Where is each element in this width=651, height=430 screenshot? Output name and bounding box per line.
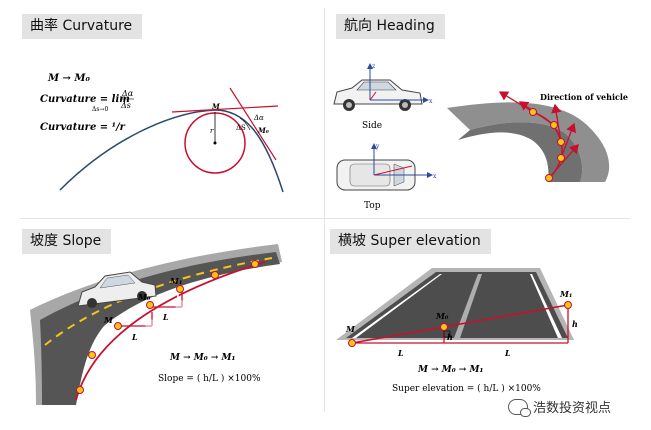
top-label: Top — [364, 201, 381, 211]
heading-panel: z x Side y x Top Direction of vehicl — [333, 63, 628, 211]
label-delta-s: ΔS — [236, 124, 246, 132]
super-label-M0: M₀ — [435, 311, 449, 321]
circle-center — [213, 141, 217, 145]
super-formula2: Super elevation = ( h/L ) ×100% — [392, 383, 541, 394]
label-M: M — [211, 102, 220, 111]
slope-road-edge — [30, 244, 282, 405]
slope-formula2: Slope = ( h/L ) ×100% — [158, 373, 261, 384]
wechat-icon — [507, 398, 531, 417]
heading-road — [447, 102, 610, 182]
curvature-eq2-num: Δα — [121, 89, 134, 98]
super-label-L2: L — [504, 348, 511, 358]
vertical-divider — [324, 8, 325, 412]
slope-formula1: M → M₀ → M₁ — [169, 353, 235, 363]
tangent-line-2 — [229, 87, 277, 161]
super-label-h1: h — [447, 332, 453, 342]
curvature-title: 曲率 Curvature — [22, 14, 143, 39]
side-axis-x: x — [429, 98, 433, 105]
side-label: Side — [362, 121, 382, 131]
super-formula1: M → M₀ → M₁ — [417, 365, 483, 375]
heading-road-lane — [458, 122, 583, 182]
slope-label-L1: L — [131, 332, 138, 342]
tangent-line-1 — [171, 105, 279, 113]
watermark-text: 浩数投资视点 — [532, 401, 611, 416]
super-elevation-panel: M M₀ M₁ h h L L M → M₀ → M₁ Super elevat… — [336, 268, 578, 394]
curvature-eq2-den: Δs — [120, 101, 131, 110]
slope-label-h1: h — [145, 314, 151, 324]
slope-label-h2: h — [176, 293, 182, 303]
curvature-eq2: Curvature = lim — [40, 94, 130, 105]
top-car: y x — [336, 143, 437, 191]
super-slope-line — [351, 304, 569, 344]
label-M0: M₀ — [257, 126, 269, 135]
curvature-eq2-sub: Δs→0 — [92, 106, 108, 113]
super-label-h2: h — [572, 319, 578, 329]
slope-panel: M M₀ M₁ h h L L M → M₀ → M₁ Slope = ( h/… — [30, 244, 282, 405]
super-label-M: M — [345, 324, 356, 334]
watermark: 浩数投资视点 — [507, 397, 611, 417]
direction-label: Direction of vehicle — [540, 92, 628, 102]
delta-s-arc — [239, 117, 251, 131]
top-axis-x: x — [433, 173, 437, 180]
curvature-panel: M → M₀ Curvature = lim Δs→0 Δα Δs Curvat… — [40, 73, 284, 193]
slope-title: 坡度 Slope — [22, 229, 112, 254]
label-r: r — [210, 127, 214, 135]
slope-label-M0: M₀ — [137, 292, 151, 302]
super-label-M1: M₁ — [559, 289, 572, 299]
side-car: z x — [333, 63, 433, 111]
heading-title: 航向 Heading — [336, 14, 445, 39]
side-axis-z: z — [372, 63, 375, 70]
slope-label-L2: L — [162, 312, 169, 322]
slope-label-M1: M₁ — [169, 276, 182, 286]
slope-label-M: M — [103, 315, 114, 325]
curvature-eq3: Curvature = ¹/r — [40, 122, 126, 133]
horizontal-divider — [20, 218, 630, 219]
super-label-L1: L — [397, 348, 404, 358]
label-delta-alpha: Δα — [253, 114, 264, 122]
super-elevation-title: 横坡 Super elevation — [330, 229, 491, 254]
slope-car — [77, 271, 157, 308]
top-axis-y: y — [375, 143, 380, 150]
super-road — [346, 272, 568, 338]
curvature-eq1: M → M₀ — [47, 73, 90, 84]
